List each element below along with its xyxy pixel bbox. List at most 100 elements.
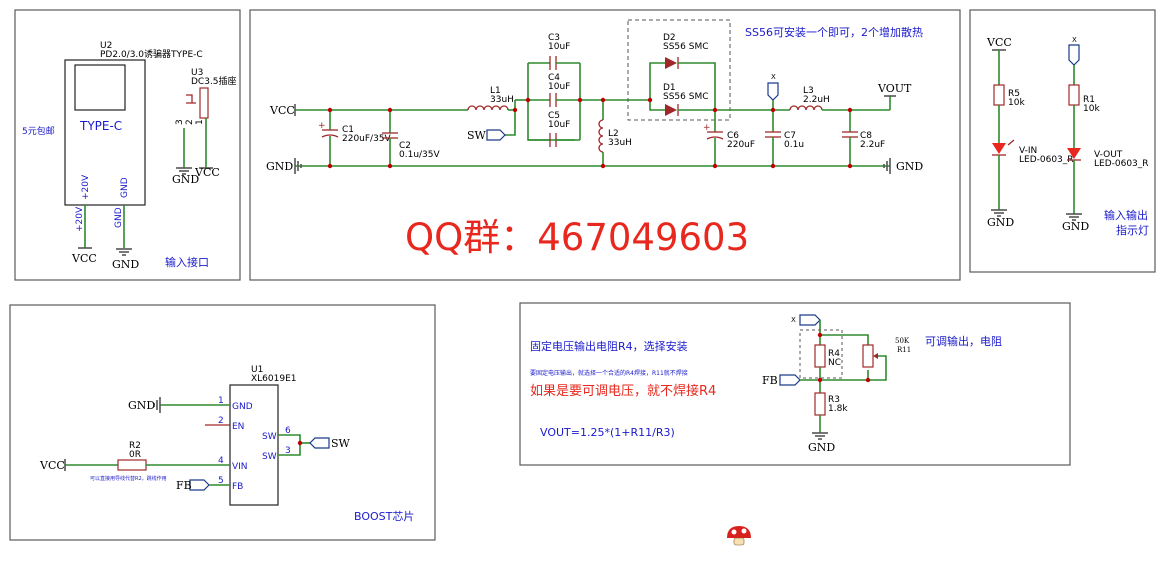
junction-dots bbox=[327, 97, 853, 169]
input-panel-frame bbox=[14, 9, 241, 281]
r2-resistor bbox=[117, 459, 147, 471]
wire-d2-out bbox=[678, 62, 716, 110]
r3-ref: R3 bbox=[828, 395, 840, 405]
boost-fb-net: FB bbox=[176, 479, 192, 492]
ground-symbol bbox=[812, 432, 828, 440]
c1-ref: C1 bbox=[342, 125, 354, 135]
pin2-name: EN bbox=[232, 422, 244, 432]
c3-capacitor bbox=[528, 56, 580, 70]
r11-ref: R11 bbox=[897, 346, 911, 354]
net-gnd-label: GND bbox=[114, 207, 124, 228]
svg-text:+: + bbox=[703, 123, 711, 133]
usb-c-connector-outline bbox=[74, 64, 126, 111]
boost-gnd-net: GND bbox=[128, 399, 155, 412]
pin3-name: SW bbox=[262, 452, 277, 462]
ground-symbol bbox=[116, 248, 132, 256]
r3-resistor bbox=[814, 392, 826, 416]
r5-resistor bbox=[993, 84, 1005, 106]
c4-value: 10uF bbox=[548, 82, 570, 92]
ind-gnd2: GND bbox=[1062, 220, 1089, 233]
c3-value: 10uF bbox=[548, 42, 570, 52]
vin-led bbox=[992, 139, 1015, 156]
sw-port bbox=[486, 129, 506, 141]
pin4-name: VIN bbox=[232, 462, 248, 472]
d2-ref: D2 bbox=[663, 33, 676, 43]
wire-d2-in bbox=[649, 62, 665, 100]
c1-capacitor: + bbox=[318, 110, 339, 166]
fixed-voltage-note: 要固定电压输出，就选择一个合适的R4焊接，R11就不焊接 bbox=[530, 369, 688, 377]
diode-note: SS56可安装一个即可，2个增加散热 bbox=[745, 25, 923, 39]
pin1-num: 1 bbox=[218, 396, 224, 406]
power-stage-panel: VCC GND GND + C1 220uF/35V bbox=[249, 9, 961, 281]
l2-value: 33uH bbox=[608, 138, 632, 148]
l3-ref: L3 bbox=[803, 86, 814, 96]
c2-ref: C2 bbox=[399, 141, 411, 151]
r3-value: 1.8k bbox=[828, 404, 848, 414]
vout-net: VOUT bbox=[877, 82, 912, 95]
r2-note: 可以直接用导线代替R2，跳线作用 bbox=[90, 475, 167, 482]
r4-ref: R4 bbox=[828, 349, 840, 359]
dc-jack-body bbox=[199, 87, 209, 119]
input-panel: U2 PD2.0/3.0诱骗器TYPE-C TYPE-C +20V GND +2… bbox=[14, 9, 241, 281]
r5-value: 10k bbox=[1008, 98, 1025, 108]
fixed-voltage-title: 固定电压输出电阻R4，选择安装 bbox=[530, 339, 688, 353]
pin5-num: 5 bbox=[218, 476, 224, 486]
r2-ref: R2 bbox=[129, 441, 141, 451]
ground-symbol bbox=[176, 167, 192, 175]
boost-caption: BOOST芯片 bbox=[354, 509, 414, 523]
r1-value: 10k bbox=[1083, 104, 1100, 114]
ground-symbol bbox=[153, 397, 161, 413]
wire-d1-in bbox=[649, 100, 665, 111]
d1-diode bbox=[665, 104, 679, 116]
x-port bbox=[767, 82, 779, 101]
usb-c-label: TYPE-C bbox=[79, 119, 122, 133]
u2-ref: U2 bbox=[100, 41, 112, 51]
power-panel-frame bbox=[249, 9, 961, 281]
fb-net: FB bbox=[762, 374, 778, 387]
d2-diode bbox=[665, 57, 679, 69]
r4-resistor bbox=[814, 344, 826, 368]
l3-inductor bbox=[789, 105, 823, 111]
diode-group-box bbox=[627, 19, 731, 121]
u1-value: XL6019E1 bbox=[251, 374, 297, 384]
r5-ref: R5 bbox=[1008, 89, 1020, 99]
c6-value: 220uF bbox=[727, 140, 755, 150]
r2-value: 0R bbox=[129, 450, 141, 460]
boost-panel-frame bbox=[9, 304, 436, 541]
feedback-panel-frame bbox=[519, 302, 1071, 466]
ground-symbol bbox=[883, 158, 891, 174]
c7-ref: C7 bbox=[784, 131, 796, 141]
sw-net: SW bbox=[467, 129, 487, 142]
pin5-name: FB bbox=[232, 482, 243, 492]
led1-value: LED-0603_R bbox=[1019, 155, 1074, 165]
fb-gnd-net: GND bbox=[808, 441, 835, 454]
boost-panel: U1 XL6019E1 GND 1 GND 2 EN VCC R2 0R 可以直… bbox=[9, 304, 436, 541]
l2-ref: L2 bbox=[608, 129, 619, 139]
r1-resistor bbox=[1068, 84, 1080, 106]
indicator-caption-2: 指示灯 bbox=[1116, 223, 1149, 237]
c4-capacitor bbox=[528, 93, 603, 107]
r4-value: NC bbox=[828, 358, 841, 368]
boost-vcc-net: VCC bbox=[39, 459, 65, 472]
c8-value: 2.2uF bbox=[860, 140, 885, 150]
vout-formula: VOUT=1.25*(1+R11/R3) bbox=[540, 426, 675, 439]
ground-symbol bbox=[294, 158, 302, 174]
dc-jack-contacts bbox=[186, 94, 196, 104]
junction-dot bbox=[297, 440, 303, 446]
qq-group-banner: QQ群：467049603 bbox=[405, 216, 749, 259]
indicator-panel: VCC R5 10k V-IN LED-0603_R GND X R1 10k bbox=[969, 9, 1156, 273]
l3-value: 2.2uH bbox=[803, 95, 830, 105]
ind-x-port bbox=[1068, 44, 1080, 66]
dc-pin3: 3 bbox=[175, 119, 185, 125]
r11-potentiometer bbox=[862, 344, 874, 368]
c2-capacitor bbox=[382, 110, 398, 166]
r4-optional-box bbox=[799, 329, 843, 379]
ind-vcc-net: VCC bbox=[986, 36, 1012, 49]
l1-ref: L1 bbox=[490, 86, 501, 96]
wire-x-r11 bbox=[819, 320, 869, 345]
u3-value: DC3.5插座 bbox=[191, 75, 237, 87]
boost-sw-port bbox=[309, 437, 330, 449]
x-net: X bbox=[771, 73, 776, 81]
adjustable-warning: 如果是要可调电压，就不焊接R4 bbox=[530, 383, 716, 399]
free-shipping-note: 5元包邮 bbox=[22, 125, 55, 137]
